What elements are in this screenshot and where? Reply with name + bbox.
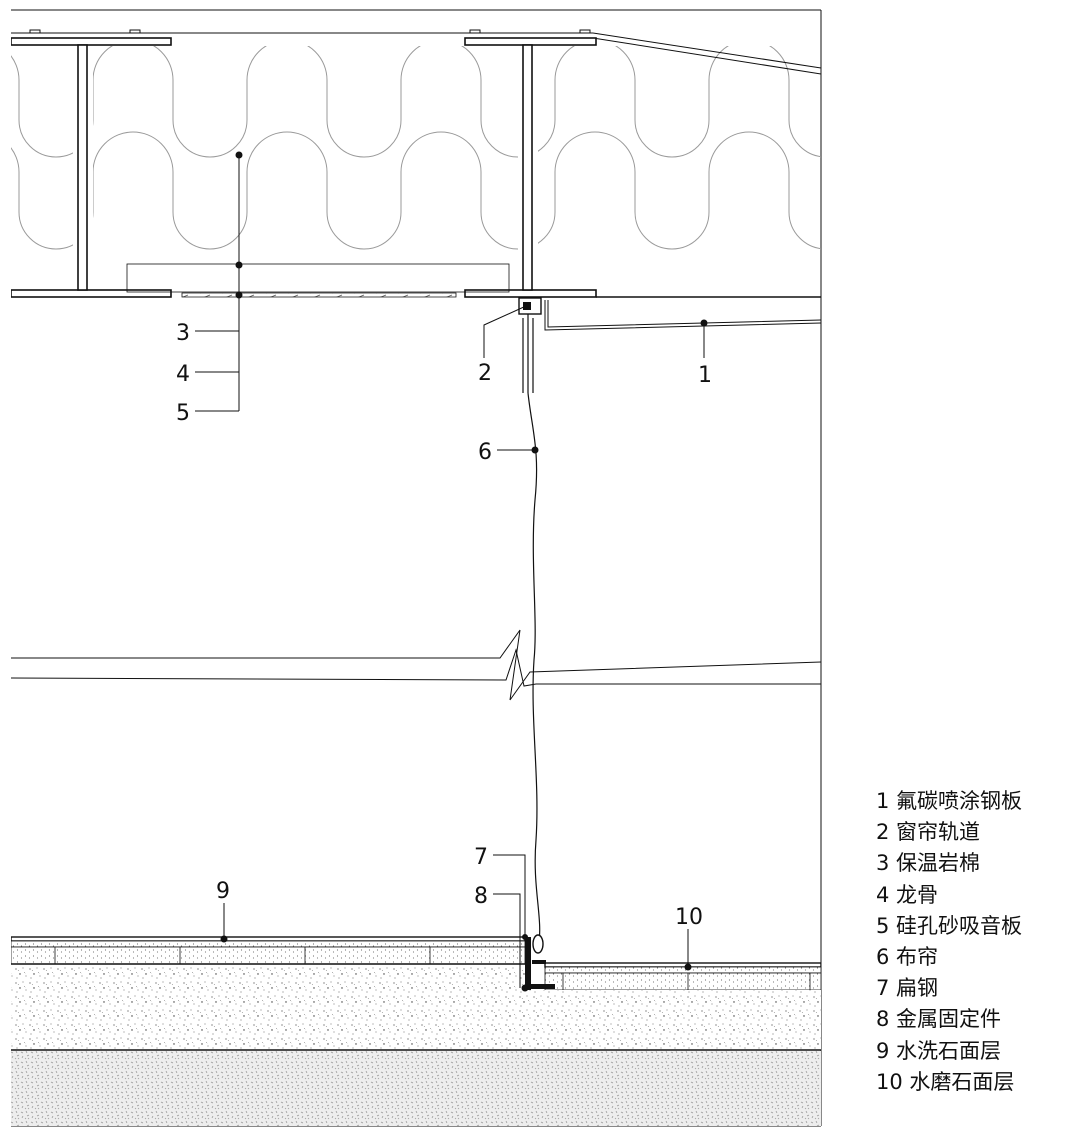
fabric-curtain	[527, 392, 541, 949]
callout-4: 4	[176, 362, 190, 387]
legend-item: 7 扁钢	[876, 976, 939, 1001]
steel-i-beam-left	[11, 37, 172, 298]
legend-item: 6 布帘	[876, 945, 939, 970]
curtain-weight	[532, 934, 544, 954]
callout-1: 1	[698, 363, 712, 388]
legend-item: 9 水洗石面层	[876, 1038, 1002, 1063]
legend-item: 1 氟碳喷涂钢板	[876, 789, 1023, 813]
legend-item: 4 龙骨	[876, 882, 939, 907]
roof-coated-steel-panel	[11, 29, 821, 75]
concrete-slab	[11, 963, 821, 1051]
legend-item: 10 水磨石面层	[876, 1069, 1015, 1094]
callout-9: 9	[216, 879, 230, 904]
callout-numbers: 1 2 3 4 5 6 7 8 9 10	[176, 321, 712, 930]
legend-item: 8 金属固定件	[876, 1007, 1002, 1032]
legend-item: 5 硅孔砂吸音板	[876, 913, 1023, 938]
leader-lines	[195, 151, 708, 992]
keel-frame	[126, 263, 510, 293]
callout-2: 2	[478, 361, 492, 386]
acoustic-board	[181, 292, 457, 298]
callout-8: 8	[474, 884, 488, 909]
steel-i-beam-right	[464, 37, 597, 298]
callout-3: 3	[176, 321, 190, 346]
flat-steel-edge	[525, 937, 555, 990]
gravel-base	[11, 1051, 821, 1126]
washed-stone-floor	[11, 936, 526, 965]
callout-6: 6	[478, 440, 492, 465]
rock-wool-insulation	[11, 46, 821, 250]
callout-10: 10	[675, 905, 703, 930]
terrazzo-floor	[544, 962, 821, 991]
callout-7: 7	[474, 845, 488, 870]
break-line	[11, 625, 821, 701]
material-legend: 1 氟碳喷涂钢板 2 窗帘轨道 3 保温岩棉 4 龙骨 5 硅孔砂吸音板 6 布…	[876, 786, 1022, 1098]
callout-5: 5	[176, 401, 190, 426]
legend-item: 3 保温岩棉	[876, 851, 981, 876]
legend-item: 2 窗帘轨道	[876, 820, 981, 845]
curtain-track	[518, 297, 542, 393]
fascia-steel-panel	[544, 300, 821, 331]
